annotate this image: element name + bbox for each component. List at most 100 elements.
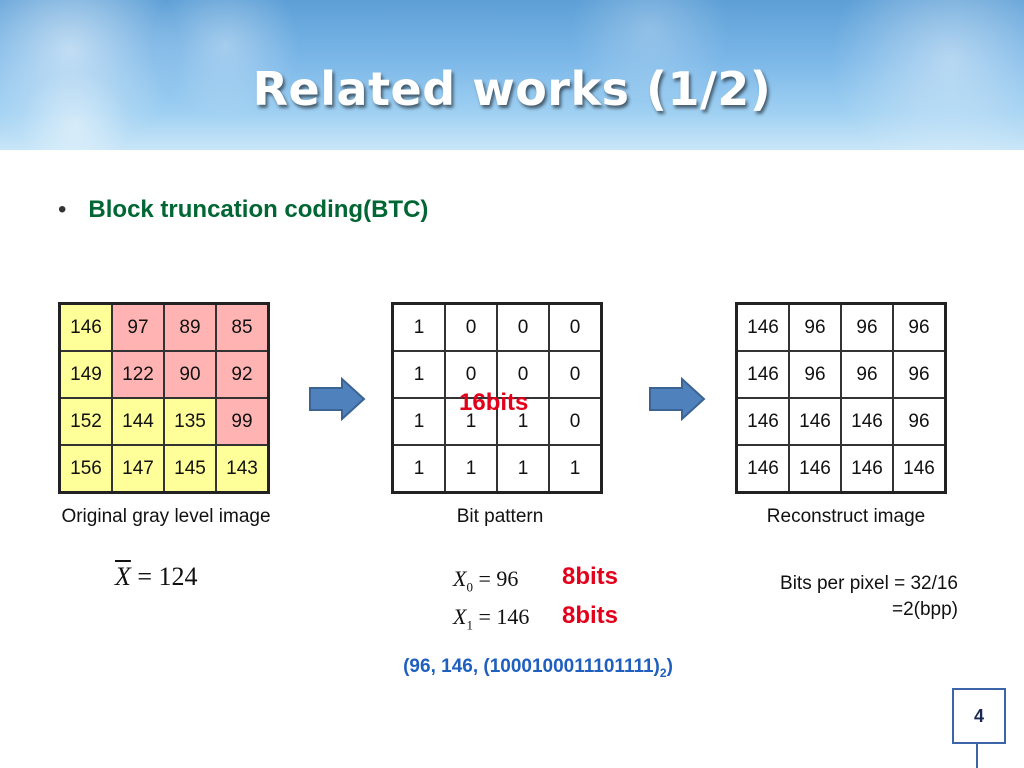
grid-cell: 1	[444, 444, 498, 494]
bokeh-decoration	[820, 0, 1024, 150]
grid-cell: 85	[215, 302, 270, 352]
grid-cell: 0	[444, 302, 498, 352]
grid-cell: 96	[892, 397, 947, 446]
grid-cell: 99	[215, 397, 270, 446]
grid-cell: 96	[840, 350, 894, 399]
original-image-caption: Original gray level image	[61, 506, 271, 527]
x0-formula: X0 = 96	[453, 566, 518, 595]
bullet-text: Block truncation coding(BTC)	[88, 196, 429, 223]
x1-value: = 146	[478, 604, 530, 629]
grid-cell: 1	[391, 302, 446, 352]
x1-formula: X1 = 146	[453, 604, 529, 633]
grid-cell: 1	[391, 444, 446, 494]
grid-cell: 146	[840, 397, 894, 446]
grid-cell: 146	[735, 397, 790, 446]
encoded-tuple-base: 2	[659, 665, 667, 680]
bullet-dot: •	[58, 196, 67, 223]
grid-cell: 1	[496, 397, 550, 446]
grid-cell: 146	[788, 444, 842, 494]
encoded-tuple: (96, 146, (1000100011101111)2)	[300, 656, 776, 680]
grid-cell: 0	[548, 397, 603, 446]
grid-cell: 96	[892, 302, 947, 352]
grid-cell: 89	[163, 302, 217, 352]
grid-cell: 0	[548, 302, 603, 352]
grid-cell: 156	[58, 444, 113, 494]
x0-symbol: X	[453, 566, 467, 591]
x0-bits-label: 8bits	[562, 563, 619, 590]
grid-cell: 146	[735, 444, 790, 494]
grid-cell: 90	[163, 350, 217, 399]
grid-cell: 0	[444, 350, 498, 399]
mean-symbol: X	[115, 562, 131, 591]
grid-cell: 146	[735, 350, 790, 399]
reconstruct-image-caption: Reconstruct image	[766, 506, 926, 527]
bokeh-decoration	[0, 0, 180, 150]
encoded-tuple-close: )	[666, 656, 673, 677]
page-number: 4	[952, 688, 1006, 744]
grid-cell: 147	[111, 444, 165, 494]
grid-cell: 135	[163, 397, 217, 446]
grid-cell: 146	[840, 444, 894, 494]
grid-cell: 145	[163, 444, 217, 494]
grid-cell: 146	[788, 397, 842, 446]
grid-cell: 1	[496, 444, 550, 494]
grid-cell: 146	[58, 302, 113, 352]
bpp-line-1: Bits per pixel = 32/16	[780, 573, 958, 594]
bokeh-decoration	[150, 0, 300, 120]
encoded-tuple-text: (96, 146, (1000100011101111)	[403, 656, 660, 677]
bpp-line-2: =2(bpp)	[891, 599, 958, 620]
grid-cell: 1	[548, 444, 603, 494]
bit-pattern-size-label: 16bits	[459, 389, 529, 416]
grid-cell: 0	[496, 302, 550, 352]
grid-cell: 146	[735, 302, 790, 352]
grid-cell: 96	[788, 302, 842, 352]
x1-bits-label: 8bits	[562, 602, 619, 629]
bokeh-decoration	[20, 70, 130, 150]
grid-cell: 0	[496, 350, 550, 399]
grid-cell: 1	[391, 397, 446, 446]
grid-cell: 144	[111, 397, 165, 446]
right-arrow-icon	[649, 377, 706, 421]
grid-cell: 143	[215, 444, 270, 494]
grid-cell: 96	[892, 350, 947, 399]
x1-subscript: 1	[466, 617, 473, 633]
grid-cell: 96	[840, 302, 894, 352]
grid-cell: 92	[215, 350, 270, 399]
grid-cell: 96	[788, 350, 842, 399]
grid-cell: 149	[58, 350, 113, 399]
bits-per-pixel-note: Bits per pixel = 32/16 =2(bpp)	[710, 571, 958, 623]
bullet-item: • Block truncation coding(BTC)	[58, 196, 428, 224]
bit-pattern-caption: Bit pattern	[456, 506, 544, 527]
grid-cell: 97	[111, 302, 165, 352]
slide-title: Related works (1/2)	[252, 62, 772, 116]
grid-cell: 152	[58, 397, 113, 446]
grid-cell: 0	[548, 350, 603, 399]
x0-subscript: 0	[466, 579, 473, 595]
mean-formula: X = 124	[115, 562, 198, 592]
title-banner: Related works (1/2)	[0, 0, 1024, 150]
grid-cell: 122	[111, 350, 165, 399]
grid-cell: 146	[892, 444, 947, 494]
x0-value: = 96	[478, 566, 519, 591]
page-number-connector	[976, 742, 978, 768]
x1-symbol: X	[453, 604, 467, 629]
grid-cell: 1	[444, 397, 498, 446]
right-arrow-icon	[309, 377, 366, 421]
mean-value: = 124	[137, 562, 198, 591]
grid-cell: 1	[391, 350, 446, 399]
